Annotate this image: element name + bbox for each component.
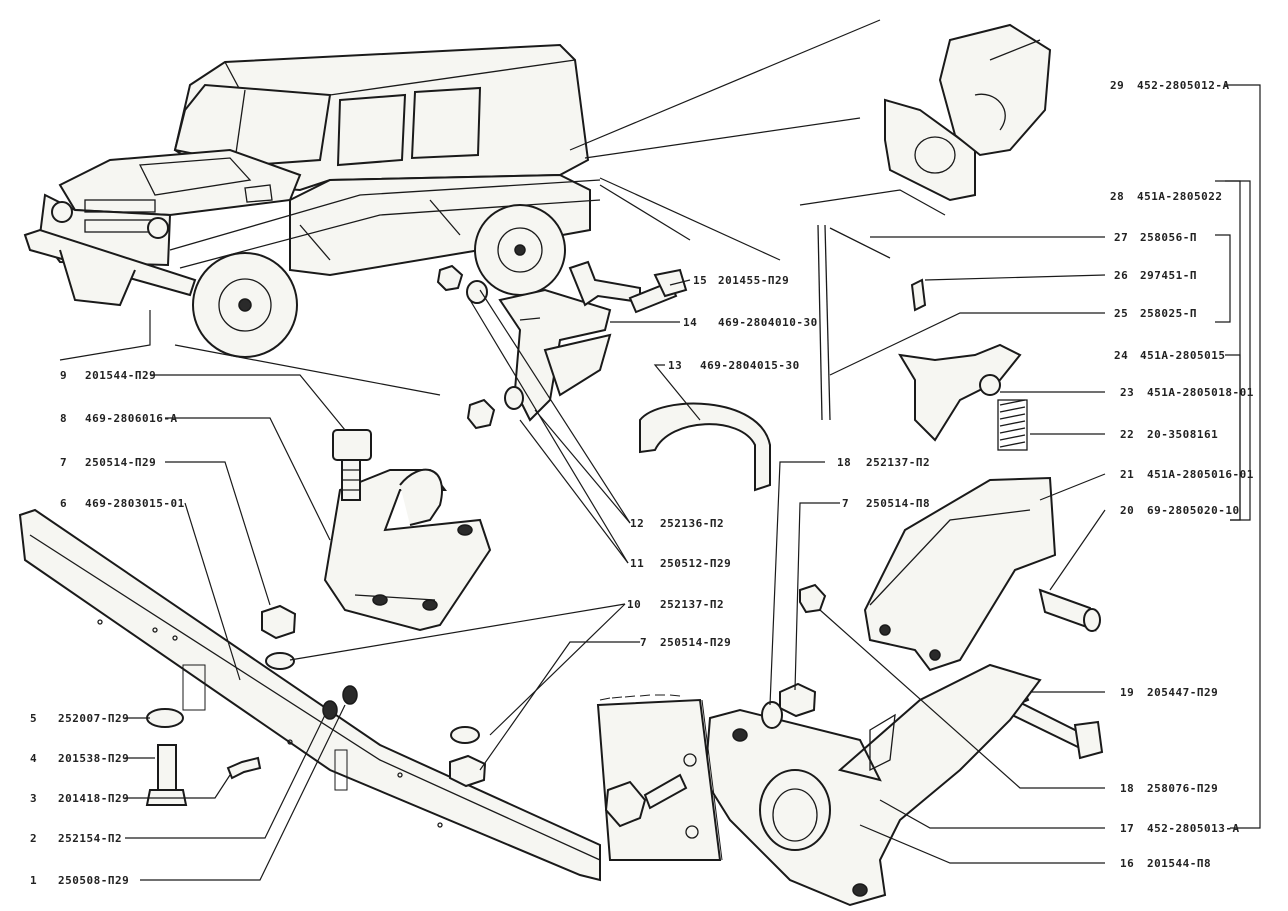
front-bumper-bar <box>18 508 601 882</box>
hook-nut-washer <box>261 604 297 670</box>
callout-16-code: 201544-П8 <box>1147 857 1211 870</box>
callout-14-code: 469-2804010-30 <box>718 316 818 329</box>
callout-7a-number: 7 <box>60 456 67 469</box>
bumper-bolt-washer <box>145 708 188 806</box>
vehicle-illustration <box>23 43 601 358</box>
callout-22-number: 22 <box>1120 428 1134 441</box>
tow-hook <box>323 468 492 632</box>
callout-29-code: 452-2805012-А <box>1137 79 1230 92</box>
callout-labels: 1 250508-П29 2 252154-П2 3 201418-П29 4 … <box>30 79 1254 887</box>
callout-7a-code: 250514-П29 <box>85 456 156 469</box>
callout-21-code: 451А-2805016-01 <box>1147 468 1254 481</box>
callout-15-code: 201455-П29 <box>718 274 789 287</box>
callout-22-code: 20-3508161 <box>1147 428 1218 441</box>
clamp-strap <box>639 402 771 492</box>
latch-body <box>863 476 1057 672</box>
plate-bolt <box>604 773 688 828</box>
callout-13-number: 13 <box>668 359 682 372</box>
callout-18b-code: 258076-П29 <box>1147 782 1218 795</box>
safety-chain <box>817 224 927 421</box>
callout-1-code: 250508-П29 <box>58 874 129 887</box>
callout-5-number: 5 <box>30 712 37 725</box>
spring <box>997 399 1028 451</box>
callout-14-number: 14 <box>683 316 697 329</box>
callout-28-code: 451А-2805022 <box>1137 190 1222 203</box>
callout-11-number: 11 <box>630 557 644 570</box>
callout-10-code: 252137-П2 <box>660 598 724 611</box>
callout-17-code: 452-2805013-А <box>1147 822 1240 835</box>
pintle-handle-latch <box>898 343 1022 442</box>
hook-bolt <box>332 429 372 501</box>
callout-7c-code: 250514-П8 <box>866 497 930 510</box>
callout-12-code: 252136-П2 <box>660 517 724 530</box>
callout-2-number: 2 <box>30 832 37 845</box>
pintle-hook-base <box>703 663 1042 907</box>
bracket-fasteners <box>436 260 688 430</box>
callout-18b-number: 18 <box>1120 782 1134 795</box>
callout-6-number: 6 <box>60 497 67 510</box>
callout-13-code: 469-2804015-30 <box>700 359 800 372</box>
callout-10-number: 10 <box>627 598 641 611</box>
small-bolt <box>226 756 262 780</box>
pivot-pin <box>1038 588 1101 632</box>
callout-6-code: 469-2803015-01 <box>85 497 185 510</box>
callout-24-code: 451А-2805015 <box>1140 349 1225 362</box>
callout-11-code: 250512-П29 <box>660 557 731 570</box>
callout-27-code: 258056-П <box>1140 231 1197 244</box>
callout-16-number: 16 <box>1120 857 1134 870</box>
callout-9-number: 9 <box>60 369 67 382</box>
callout-7c-number: 7 <box>842 497 849 510</box>
callout-9-code: 201544-П29 <box>85 369 156 382</box>
callout-26-number: 26 <box>1114 269 1128 282</box>
callout-23-number: 23 <box>1120 386 1134 399</box>
clamp-bracket <box>498 288 612 422</box>
callout-3-code: 201418-П29 <box>58 792 129 805</box>
callout-21-number: 21 <box>1120 468 1134 481</box>
callout-2-code: 252154-П2 <box>58 832 122 845</box>
callout-19-code: 205447-П29 <box>1147 686 1218 699</box>
pintle-nuts <box>761 583 827 729</box>
callout-1-number: 1 <box>30 874 37 887</box>
callout-29-number: 29 <box>1110 79 1124 92</box>
mounting-plate <box>596 694 723 861</box>
callout-26-code: 297451-П <box>1140 269 1197 282</box>
callout-3-number: 3 <box>30 792 37 805</box>
callout-17-number: 17 <box>1120 822 1134 835</box>
callout-18a-code: 252137-П2 <box>866 456 930 469</box>
callout-23-code: 451А-2805018-01 <box>1147 386 1254 399</box>
callout-8-number: 8 <box>60 412 67 425</box>
callout-12-number: 12 <box>630 517 644 530</box>
callout-4-code: 201538-П29 <box>58 752 129 765</box>
callout-19-number: 19 <box>1120 686 1134 699</box>
callout-18a-number: 18 <box>837 456 851 469</box>
inset-assembly <box>884 23 1052 202</box>
callout-20-number: 20 <box>1120 504 1134 517</box>
callout-25-code: 258025-П <box>1140 307 1197 320</box>
callout-15-number: 15 <box>693 274 707 287</box>
callout-25-number: 25 <box>1114 307 1128 320</box>
callout-5-code: 252007-П29 <box>58 712 129 725</box>
callout-8-code: 469-2806016-А <box>85 412 178 425</box>
callout-7b-number: 7 <box>640 636 647 649</box>
callout-28-number: 28 <box>1110 190 1124 203</box>
callout-4-number: 4 <box>30 752 37 765</box>
callout-27-number: 27 <box>1114 231 1128 244</box>
callout-24-number: 24 <box>1114 349 1128 362</box>
callout-7b-code: 250514-П29 <box>660 636 731 649</box>
callout-20-code: 69-2805020-10 <box>1147 504 1240 517</box>
